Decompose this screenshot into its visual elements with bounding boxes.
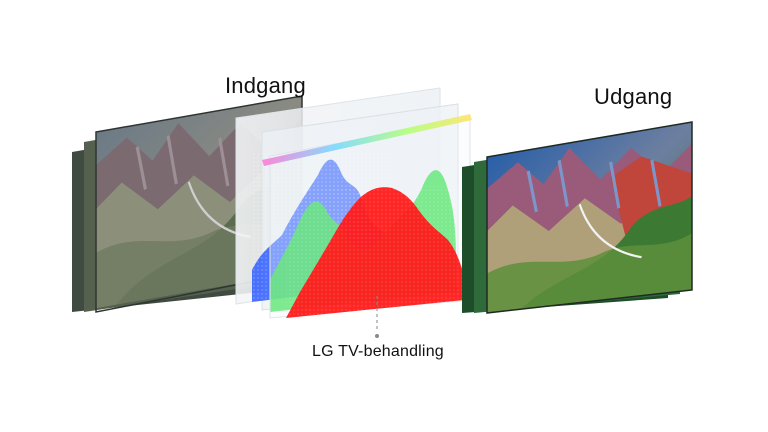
processing-layers [236, 88, 472, 318]
histogram-red-layer [286, 186, 466, 318]
output-label: Udgang [594, 84, 672, 110]
processing-leader-dot [375, 334, 379, 338]
input-label: Indgang [225, 73, 306, 99]
output-panel-stack [462, 121, 693, 327]
processing-label: LG TV-behandling [312, 343, 444, 361]
